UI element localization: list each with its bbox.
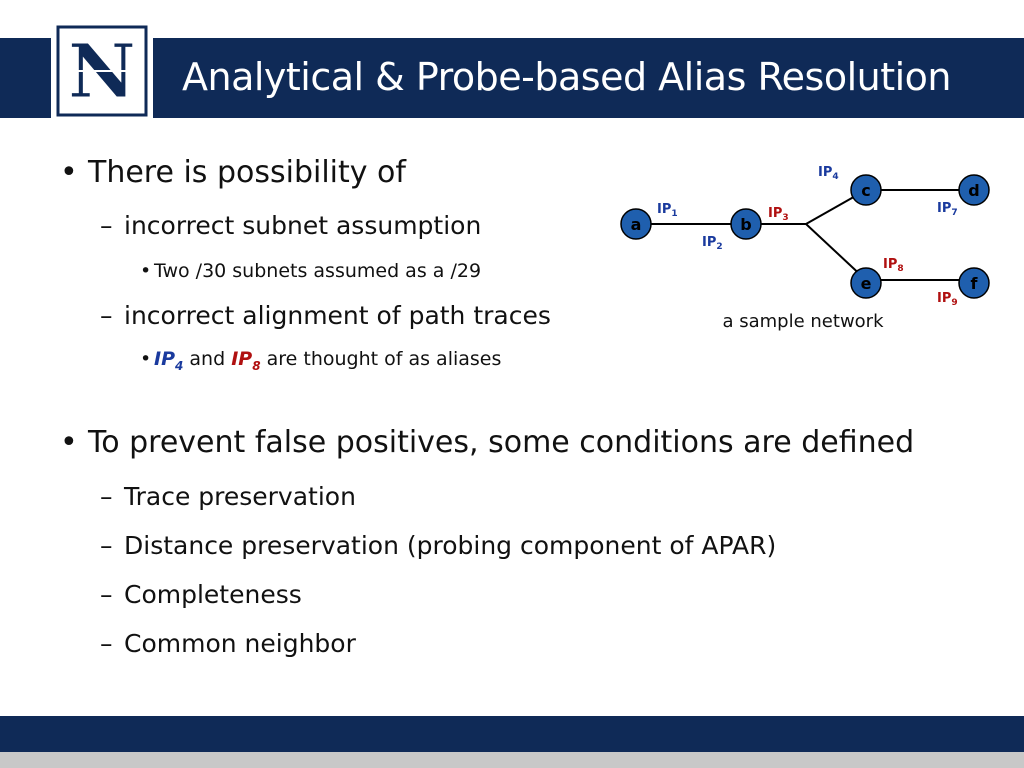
dash-icon: – [100, 629, 113, 658]
label-ip7: IP7 [937, 201, 958, 218]
dash-icon: – [100, 482, 113, 511]
bullet-possibility: •There is possibility of [60, 155, 406, 190]
subsub-bullet-aliases: •IP4 and IP8 are thought of as aliases [140, 348, 502, 373]
sample-network-diagram: a b c d e f IP1 IP2 IP3 IP4 IP7 IP8 IP9 … [620, 165, 990, 332]
label-ip1: IP1 [657, 202, 678, 219]
svg-text:d: d [968, 181, 979, 200]
dash-icon: – [100, 580, 113, 609]
network-links [636, 189, 974, 281]
dash-icon: – [100, 211, 113, 240]
label-ip2: IP2 [702, 235, 723, 252]
bullet-dot-icon: • [60, 155, 78, 190]
sub-bullet-subnet: –incorrect subnet assumption [100, 211, 482, 240]
label-ip8: IP8 [883, 257, 904, 274]
diagram-caption: a sample network [722, 311, 884, 332]
bullet-dot-icon: • [60, 425, 78, 460]
condition-item: –Trace preservation [100, 482, 356, 511]
slide-title: Analytical & Probe-based Alias Resolutio… [182, 55, 952, 99]
node-d: d [958, 174, 990, 206]
link-junction-e [805, 223, 867, 281]
condition-item: –Distance preservation (probing componen… [100, 531, 777, 560]
footer-band [0, 716, 1024, 752]
svg-text:b: b [740, 215, 751, 234]
ip-labels: IP1 IP2 IP3 IP4 IP7 IP8 IP9 [657, 165, 958, 308]
label-ip9: IP9 [937, 291, 958, 308]
node-c: c [850, 174, 882, 206]
dash-icon: – [100, 531, 113, 560]
dash-icon: – [100, 301, 113, 330]
condition-item: –Completeness [100, 580, 302, 609]
svg-text:c: c [861, 181, 870, 200]
bullet-dot-icon: • [140, 260, 152, 282]
node-f: f [958, 267, 990, 299]
svg-text:e: e [861, 274, 872, 293]
header-band [0, 38, 1024, 118]
svg-text:a: a [631, 215, 642, 234]
svg-text:f: f [971, 274, 979, 293]
university-logo: N [51, 20, 153, 122]
subsub-bullet-subnets: •Two /30 subnets assumed as a /29 [140, 260, 482, 282]
ip8-label: IP8 [231, 348, 261, 373]
ip4-label: IP4 [154, 348, 184, 373]
label-ip3: IP3 [768, 206, 789, 223]
logo-n-icon: N [56, 25, 148, 117]
footer-strip [0, 752, 1024, 768]
label-ip4: IP4 [818, 165, 839, 182]
bullet-false-positives: •To prevent false positives, some condit… [60, 425, 915, 460]
sub-bullet-alignment: –incorrect alignment of path traces [100, 301, 551, 330]
node-e: e [850, 267, 882, 299]
node-a: a [620, 208, 652, 240]
node-b: b [730, 208, 762, 240]
bullet-dot-icon: • [140, 348, 152, 370]
condition-item: –Common neighbor [100, 629, 356, 658]
